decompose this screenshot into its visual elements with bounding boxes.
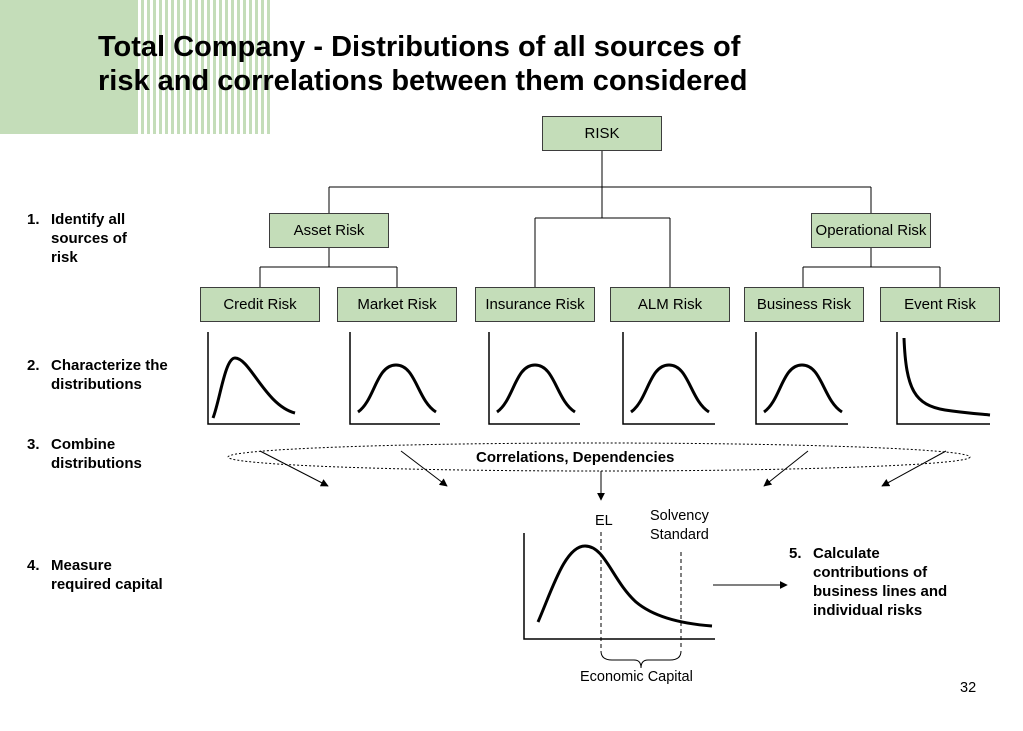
distribution-charts [207, 332, 991, 425]
step-number: 4. [27, 557, 40, 574]
distribution-chart-event [896, 332, 991, 425]
tree-connectors [259, 151, 941, 287]
step-5: 5. Calculate contributions of business l… [789, 544, 999, 624]
decorative-corner-pattern [0, 0, 270, 134]
slide-title-line2: risk and correlations between them consi… [98, 65, 748, 97]
combine-arrows [259, 450, 947, 589]
insurance-risk-box: Insurance Risk [475, 287, 595, 322]
decorative-stripes [135, 0, 270, 134]
asset-risk-box: Asset Risk [269, 213, 389, 248]
step-text: Combine distributions [51, 436, 142, 472]
step-4: 4. Measure required capital [27, 556, 207, 596]
slide-title-line1: Total Company - Distributions of all sou… [98, 31, 741, 63]
credit-risk-box: Credit Risk [200, 287, 320, 322]
step-number: 5. [789, 545, 802, 562]
step-text: Calculate contributions of business line… [813, 545, 948, 619]
step-3: 3. Combine distributions [27, 435, 207, 475]
solvency-standard-label: Solvency Standard [650, 508, 709, 543]
economic-capital-chart [523, 532, 715, 669]
market-risk-box: Market Risk [337, 287, 457, 322]
step-text: Identify all sources of risk [51, 211, 127, 266]
distribution-chart-insurance [488, 332, 580, 425]
decorative-block [0, 0, 135, 134]
page-number: 32 [960, 680, 977, 696]
step-number: 2. [27, 357, 40, 374]
correlations-label: Correlations, Dependencies [476, 449, 675, 466]
el-label: EL [595, 513, 613, 529]
operational-risk-box: Operational Risk [811, 213, 931, 248]
distribution-chart-credit [207, 332, 300, 425]
slide-title: Total Company - Distributions of all sou… [98, 30, 978, 98]
economic-capital-label: Economic Capital [580, 669, 693, 685]
step-number: 1. [27, 211, 40, 228]
alm-risk-box: ALM Risk [610, 287, 730, 322]
step-number: 3. [27, 436, 40, 453]
step-text: Characterize the distributions [51, 357, 168, 393]
correlations-ellipse [227, 442, 971, 472]
event-risk-box: Event Risk [880, 287, 1000, 322]
risk-root-box: RISK [542, 116, 662, 151]
distribution-chart-business [755, 332, 848, 425]
distribution-chart-alm [622, 332, 715, 425]
economic-capital-brace [600, 650, 682, 669]
business-risk-box: Business Risk [744, 287, 864, 322]
step-2: 2. Characterize the distributions [27, 356, 207, 396]
step-text: Measure required capital [51, 557, 163, 593]
distribution-chart-market [349, 332, 440, 425]
step-1: 1. Identify all sources of risk [27, 210, 207, 270]
